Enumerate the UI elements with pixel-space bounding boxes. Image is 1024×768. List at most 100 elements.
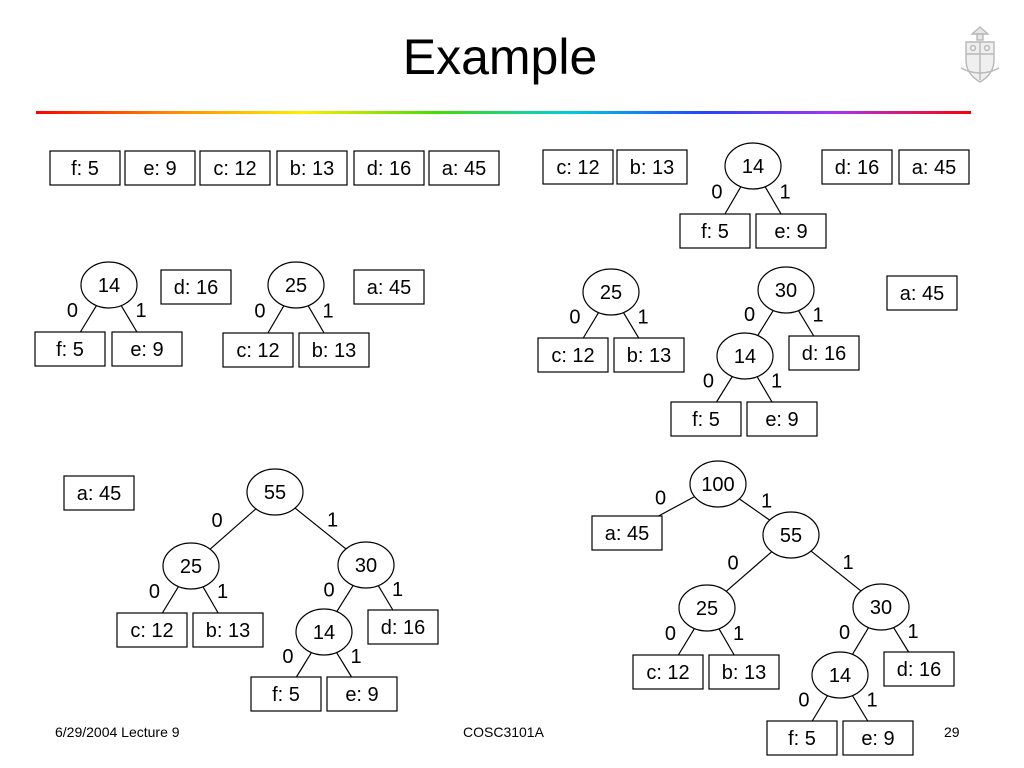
internal-node-weight: 30	[870, 597, 892, 619]
leaf-node: c: 12	[222, 332, 294, 368]
internal-node: 55	[246, 468, 304, 516]
leaf-node-label: d: 16	[835, 157, 879, 179]
edge-bit-label: 1	[780, 181, 791, 203]
internal-node: 55	[762, 511, 820, 559]
leaf-node-box	[276, 150, 348, 186]
leaf-node: e: 9	[124, 150, 196, 186]
leaf-node: e: 9	[746, 401, 818, 437]
leaf-node: d: 16	[883, 651, 955, 687]
leaf-node-box	[788, 335, 860, 371]
university-crest-icon	[960, 26, 1000, 83]
internal-node: 30	[337, 541, 395, 589]
internal-node-weight: 30	[775, 280, 797, 302]
edge-bit-label: 1	[733, 623, 744, 645]
leaf-node-box	[632, 654, 704, 690]
tree-edge	[295, 652, 312, 678]
leaf-node-box	[886, 275, 958, 311]
leaf-node: b: 13	[298, 332, 370, 368]
edge-bit-label: 0	[665, 623, 676, 645]
edge-bit-label: 0	[323, 580, 334, 602]
internal-node: 25	[162, 542, 220, 590]
leaf-node-label: a: 45	[442, 158, 486, 180]
leaf-node: d: 16	[788, 335, 860, 371]
internal-node: 25	[267, 261, 325, 309]
leaf-node-label: c: 12	[130, 620, 173, 642]
internal-node: 14	[724, 142, 782, 190]
internal-node-ellipse	[267, 261, 325, 309]
tree-edge	[294, 507, 347, 550]
edge-bit-label: 1	[392, 579, 403, 601]
leaf-node: a: 45	[353, 269, 425, 305]
leaf-node-label: b: 13	[722, 662, 766, 684]
edge-bit-label: 1	[217, 581, 228, 603]
internal-node: 25	[678, 584, 736, 632]
internal-node-weight: 25	[180, 556, 202, 578]
leaf-node-box	[353, 150, 425, 186]
leaf-node-label: f: 5	[788, 728, 816, 750]
footer-slide-number: 29	[944, 724, 960, 740]
internal-node-weight: 55	[780, 525, 802, 547]
edge-bit-label: 0	[282, 646, 293, 668]
edge-bit-label: 0	[655, 487, 666, 509]
tree-edge	[202, 586, 219, 614]
leaf-node-box	[679, 213, 751, 249]
leaf-node-label: b: 13	[630, 157, 674, 179]
leaf-node: f: 5	[670, 401, 742, 437]
leaf-node-label: a: 45	[77, 483, 121, 505]
leaf-node-box	[353, 269, 425, 305]
internal-node-ellipse	[689, 460, 747, 508]
tree-edge	[120, 305, 138, 333]
internal-node: 30	[757, 266, 815, 314]
leaf-node-box	[591, 515, 663, 551]
leaf-node-label: c: 12	[646, 662, 689, 684]
leaf-node-box	[192, 612, 264, 648]
edge-bit-label: 1	[638, 306, 649, 328]
internal-node: 14	[80, 261, 138, 309]
leaf-node-box	[160, 269, 232, 305]
tree-edge	[810, 550, 862, 592]
edge-bit-label: 1	[908, 621, 919, 643]
tree-edge	[336, 652, 353, 678]
leaf-node: a: 45	[886, 275, 958, 311]
tree-edge	[622, 312, 640, 339]
edge-bit-label: 0	[569, 306, 580, 328]
leaf-node: c: 12	[542, 149, 614, 185]
tree-edge	[756, 376, 773, 403]
leaf-node-box	[670, 401, 742, 437]
edge-bit-label: 1	[323, 300, 334, 322]
internal-node-weight: 14	[829, 665, 851, 687]
edge-bit-label: 0	[211, 510, 222, 532]
internal-node-ellipse	[811, 651, 869, 699]
leaf-node: b: 13	[276, 150, 348, 186]
tree-edge	[764, 186, 782, 215]
edge-bit-label: 1	[327, 510, 338, 532]
leaf-node-box	[326, 676, 398, 712]
internal-node: 14	[811, 651, 869, 699]
tree-edge	[582, 312, 600, 339]
leaf-node-label: e: 9	[345, 684, 378, 706]
leaf-node: f: 5	[49, 150, 121, 186]
leaf-node-box	[222, 332, 294, 368]
internal-node: 100	[689, 460, 747, 508]
tree-edge	[677, 628, 695, 656]
internal-node-ellipse	[295, 608, 353, 656]
leaf-node: d: 16	[821, 149, 893, 185]
edge-bit-label: 1	[867, 689, 878, 711]
footer-date-lecture: 6/29/2004 Lecture 9	[55, 724, 180, 740]
internal-node: 25	[582, 268, 640, 316]
leaf-node-box	[63, 475, 135, 511]
leaf-node: a: 45	[63, 475, 135, 511]
edge-bit-label: 0	[254, 300, 265, 322]
leaf-node-box	[898, 149, 970, 185]
leaf-node-box	[124, 150, 196, 186]
leaf-node-box	[428, 150, 500, 186]
leaf-node-label: a: 45	[912, 157, 956, 179]
leaf-node: b: 13	[616, 149, 688, 185]
leaf-node: b: 13	[708, 654, 780, 690]
internal-node-ellipse	[852, 583, 910, 631]
leaf-node-label: f: 5	[71, 158, 99, 180]
internal-node-ellipse	[716, 332, 774, 380]
internal-node-ellipse	[80, 261, 138, 309]
tree-edge	[267, 305, 285, 334]
